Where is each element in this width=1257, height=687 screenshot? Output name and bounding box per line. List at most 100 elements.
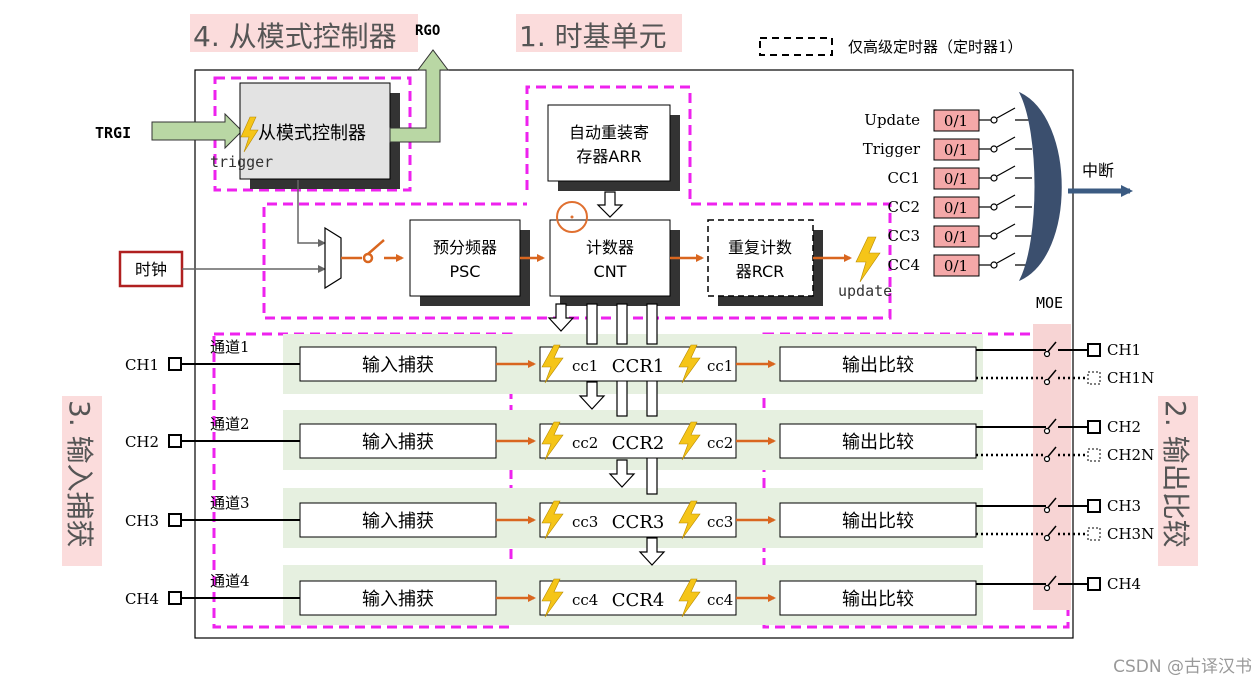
rcr-label-2: 器RCR xyxy=(736,262,785,281)
psc-label-1: 预分频器 xyxy=(433,238,497,257)
moe-column xyxy=(1033,324,1071,610)
ccr-label: CCR1 xyxy=(612,356,665,377)
output-compare-label: 输出比较 xyxy=(842,589,914,610)
compare-bolt-icon xyxy=(678,344,701,384)
heading-input-capture: 3. 输入捕获 xyxy=(62,396,102,566)
cc-capture-label: cc4 xyxy=(572,591,598,609)
svg-text:3. 输入捕获: 3. 输入捕获 xyxy=(63,400,96,548)
output-compare-label: 输出比较 xyxy=(842,432,914,453)
cc-capture-label: cc1 xyxy=(572,357,598,375)
interrupt-label: 中断 xyxy=(1082,161,1114,180)
channel-name: 通道4 xyxy=(210,572,250,590)
arr-label-1: 自动重装寄 xyxy=(569,123,649,142)
channel-input-pin-label: CH4 xyxy=(125,590,159,608)
interrupt-source-label: CC3 xyxy=(888,227,921,245)
cnt-label-2: CNT xyxy=(594,262,627,281)
interrupt-enable-value: 0/1 xyxy=(944,228,968,246)
moe-switch-pivot xyxy=(1043,427,1051,435)
ccr-box xyxy=(539,346,737,382)
cc-compare-label: cc3 xyxy=(707,513,733,531)
channel-name: 通道1 xyxy=(210,338,250,356)
input-capture-label: 输入捕获 xyxy=(362,355,434,376)
region-slave-mode xyxy=(213,76,412,192)
channel-name: 通道2 xyxy=(210,415,250,433)
trgi-label: TRGI xyxy=(95,124,131,142)
channel-name: 通道3 xyxy=(210,494,250,512)
cnt-down-arrows xyxy=(547,303,666,566)
svg-text:仅高级定时器（定时器1）: 仅高级定时器（定时器1） xyxy=(848,38,1023,56)
interrupt-source-label: Trigger xyxy=(863,140,921,158)
interrupt-or-gate xyxy=(1018,91,1062,282)
ccr-box xyxy=(539,502,737,538)
output-compare-label: 输出比较 xyxy=(842,355,914,376)
channel-row: CH4 通道4 输入捕获 cc4 CCR4 cc4 输出比较 CH4 xyxy=(125,572,1141,618)
output-compare-box xyxy=(779,580,977,616)
compare-bolt-icon xyxy=(678,421,701,461)
interrupt-switch-blade xyxy=(996,136,1016,148)
cc-capture-label: cc3 xyxy=(572,513,598,531)
slave-controller-label: 从模式控制器 xyxy=(258,123,366,144)
cc-compare-label: cc4 xyxy=(707,591,733,609)
complementary-output-label: CH2N xyxy=(1107,446,1154,464)
psc-box xyxy=(409,219,521,297)
trigger-label: trigger xyxy=(210,153,273,171)
rcr-label-1: 重复计数 xyxy=(728,238,792,257)
ccr-label: CCR4 xyxy=(612,590,665,611)
input-capture-box xyxy=(299,502,497,538)
update-label: update xyxy=(838,282,892,300)
moe-switch-pivot xyxy=(1043,506,1051,514)
output-pin-label: CH1 xyxy=(1107,341,1141,359)
arr-to-cnt-arrow xyxy=(596,191,624,218)
output-pin xyxy=(1087,499,1101,513)
slave-controller-box xyxy=(239,82,391,180)
region-time-base xyxy=(262,85,892,320)
interrupt-switch-blade xyxy=(996,194,1016,206)
interrupt-switch-pivot xyxy=(990,232,998,240)
trgi-arrow xyxy=(151,112,243,150)
clock-label: 时钟 xyxy=(135,260,167,279)
interrupt-enable-value: 0/1 xyxy=(944,141,968,159)
channel-input-pin xyxy=(168,513,182,527)
complementary-output-pin xyxy=(1087,448,1101,462)
interrupt-source-label: Update xyxy=(864,111,920,129)
interrupt-source-row: CC1 0/1 xyxy=(888,165,1032,190)
cursor-dot xyxy=(570,215,574,219)
moe-switch-pivot xyxy=(1043,584,1051,592)
cc-compare-label: cc2 xyxy=(707,434,733,452)
channel-input-pin-label: CH2 xyxy=(125,433,159,451)
input-capture-label: 输入捕获 xyxy=(362,589,434,610)
capture-bolt-icon xyxy=(541,421,564,461)
moe-switch-n-pivot xyxy=(1043,455,1051,463)
svg-text:2. 输出比较: 2. 输出比较 xyxy=(1159,400,1192,548)
svg-text:4. 从模式控制器: 4. 从模式控制器 xyxy=(193,20,397,53)
heading-slave-mode: 4. 从模式控制器 xyxy=(190,14,418,53)
input-capture-box xyxy=(299,580,497,616)
interrupt-switch-pivot xyxy=(990,174,998,182)
heading-output-compare: 2. 输出比较 xyxy=(1158,396,1198,566)
interrupt-enable-value: 0/1 xyxy=(944,112,968,130)
input-capture-box xyxy=(299,423,497,459)
complementary-output-label: CH3N xyxy=(1107,525,1154,543)
output-pin-label: CH4 xyxy=(1107,575,1141,593)
interrupt-enable-value: 0/1 xyxy=(944,170,968,188)
slave-to-mux-line xyxy=(297,180,326,247)
moe-switch-n-pivot xyxy=(1043,378,1051,386)
clock-mux xyxy=(324,226,342,290)
trigger-bolt-icon xyxy=(240,116,259,153)
channel-input-pin-label: CH1 xyxy=(125,356,159,374)
capture-bolt-icon xyxy=(541,500,564,540)
complementary-output-pin xyxy=(1087,527,1101,541)
complementary-output-pin xyxy=(1087,371,1101,385)
interrupt-switch-pivot xyxy=(990,203,998,211)
watermark: CSDN @古译汉书 xyxy=(1113,657,1252,677)
interrupt-switch-blade xyxy=(996,223,1016,235)
rcr-box xyxy=(707,219,814,297)
interrupt-enable-value: 0/1 xyxy=(944,199,968,217)
interrupt-source-label: CC1 xyxy=(888,169,921,187)
